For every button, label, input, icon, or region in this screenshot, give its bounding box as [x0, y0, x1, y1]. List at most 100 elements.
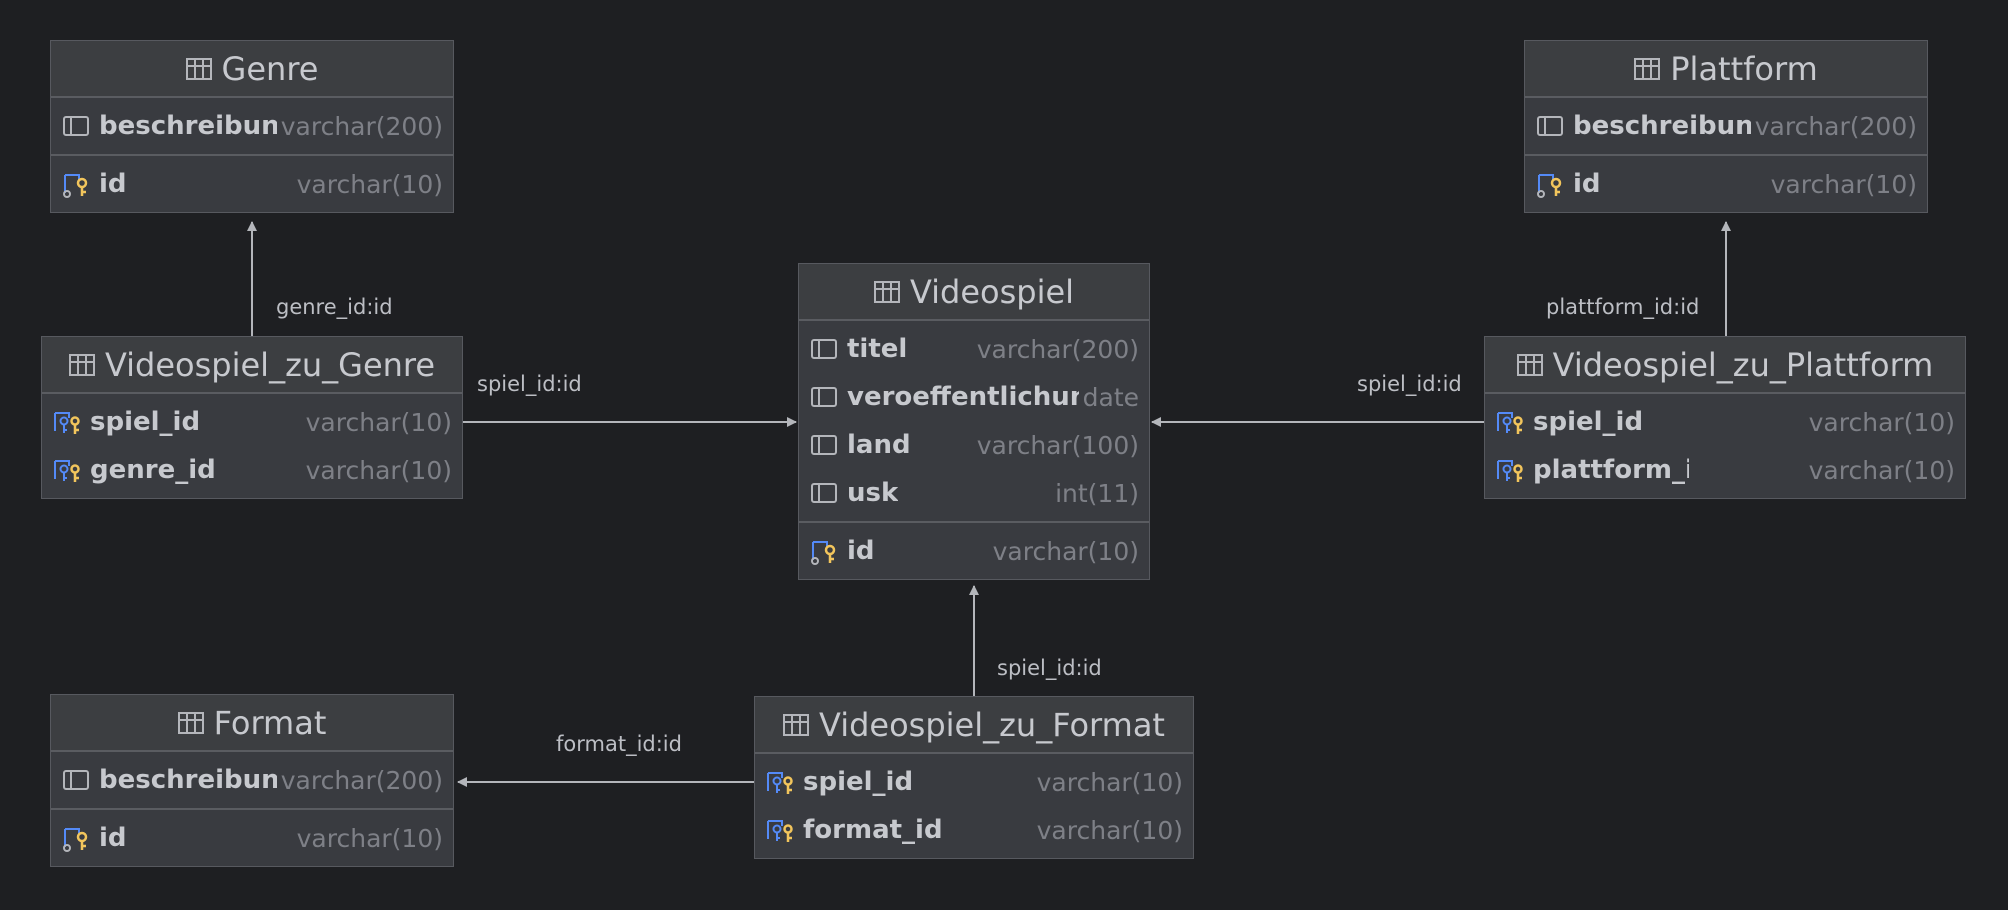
- column-type: varchar(200): [1754, 111, 1917, 141]
- key-name: id: [99, 823, 127, 853]
- column-name: titel: [847, 334, 908, 364]
- column-type: date: [1082, 382, 1139, 412]
- key-type: varchar(10): [305, 407, 452, 437]
- table-name: Videospiel_zu_Format: [819, 705, 1165, 744]
- table-genre[interactable]: Genre beschreibung varchar(200) id varch…: [50, 40, 454, 213]
- column-name: usk: [847, 478, 899, 508]
- table-icon: [873, 280, 900, 303]
- foreign-key-icon: [1497, 412, 1523, 434]
- keys-section: id varchar(10): [1525, 154, 1927, 212]
- columns-section: beschreibung varchar(200): [1525, 98, 1927, 154]
- table-icon: [177, 711, 204, 734]
- table-icon: [1634, 57, 1661, 80]
- foreign-key-icon: [767, 772, 793, 794]
- column-row[interactable]: titel varchar(200): [799, 325, 1149, 373]
- key-name: spiel_id: [803, 767, 914, 797]
- keys-section: spiel_id varchar(10) genre_id varchar(10…: [42, 394, 462, 498]
- keys-section: id varchar(10): [51, 154, 453, 212]
- column-row[interactable]: usk int(11): [799, 469, 1149, 517]
- key-row[interactable]: spiel_id varchar(10): [755, 758, 1193, 806]
- label-vzf-spiel-fk: spiel_id:id: [997, 656, 1102, 681]
- table-videospiel-zu-format[interactable]: Videospiel_zu_Format spiel_id varchar(10…: [754, 696, 1194, 859]
- table-name: Videospiel_zu_Plattform: [1552, 345, 1934, 384]
- primary-key-icon: [1537, 174, 1562, 198]
- keys-section: spiel_id varchar(10) plattform_id varcha…: [1485, 394, 1965, 498]
- key-row[interactable]: spiel_id varchar(10): [1485, 398, 1965, 446]
- table-name: Videospiel: [909, 272, 1075, 311]
- column-row[interactable]: beschreibung varchar(200): [1525, 102, 1927, 150]
- table-videospiel-zu-plattform[interactable]: Videospiel_zu_Plattform spiel_id varchar…: [1484, 336, 1966, 499]
- key-type: varchar(10): [1808, 407, 1955, 437]
- column-icon: [811, 387, 837, 407]
- key-type: varchar(10): [1808, 455, 1955, 485]
- key-type: varchar(10): [1770, 169, 1917, 199]
- table-icon: [783, 713, 810, 736]
- table-videospiel-zu-genre[interactable]: Videospiel_zu_Genre spiel_id varchar(10)…: [41, 336, 463, 499]
- key-name: spiel_id: [1533, 407, 1644, 437]
- table-header[interactable]: Plattform: [1525, 41, 1927, 98]
- table-header[interactable]: Videospiel: [799, 264, 1149, 321]
- primary-key-icon: [63, 174, 88, 198]
- table-icon: [185, 57, 212, 80]
- column-icon: [811, 339, 837, 359]
- foreign-key-icon: [54, 460, 80, 482]
- keys-section: id varchar(10): [799, 521, 1149, 579]
- key-row[interactable]: id varchar(10): [1525, 160, 1927, 208]
- key-type: varchar(10): [1036, 767, 1183, 797]
- key-type: varchar(10): [296, 823, 443, 853]
- key-row[interactable]: id varchar(10): [51, 160, 453, 208]
- key-name: genre_id: [90, 455, 216, 485]
- key-name: format_id: [803, 815, 943, 845]
- table-header[interactable]: Genre: [51, 41, 453, 98]
- column-row[interactable]: veroeffentlichung date: [799, 373, 1149, 421]
- key-type: varchar(10): [305, 455, 452, 485]
- table-header[interactable]: Videospiel_zu_Genre: [42, 337, 462, 394]
- key-row[interactable]: genre_id varchar(10): [42, 446, 462, 494]
- key-row[interactable]: plattform_id varchar(10): [1485, 446, 1965, 494]
- key-row[interactable]: id varchar(10): [799, 527, 1149, 575]
- column-row[interactable]: beschreibung varchar(200): [51, 756, 453, 804]
- key-type: varchar(10): [296, 169, 443, 199]
- key-row[interactable]: spiel_id varchar(10): [42, 398, 462, 446]
- column-type: varchar(100): [976, 430, 1139, 460]
- primary-key-icon: [63, 828, 88, 852]
- column-name: beschreibung: [99, 765, 277, 795]
- column-icon: [1537, 116, 1563, 136]
- key-row[interactable]: format_id varchar(10): [755, 806, 1193, 854]
- foreign-key-icon: [767, 820, 793, 842]
- label-format-fk: format_id:id: [556, 732, 682, 757]
- column-row[interactable]: beschreibung varchar(200): [51, 102, 453, 150]
- table-plattform[interactable]: Plattform beschreibung varchar(200) id v…: [1524, 40, 1928, 213]
- column-name: veroeffentlichung: [847, 382, 1079, 412]
- column-name: beschreibung: [99, 111, 277, 141]
- key-name: plattform_id: [1533, 455, 1689, 485]
- column-icon: [63, 116, 89, 136]
- column-row[interactable]: land varchar(100): [799, 421, 1149, 469]
- columns-section: titel varchar(200) veroeffentlichung dat…: [799, 321, 1149, 521]
- key-name: spiel_id: [90, 407, 201, 437]
- table-header[interactable]: Format: [51, 695, 453, 752]
- column-type: varchar(200): [280, 765, 443, 795]
- table-name: Videospiel_zu_Genre: [104, 345, 436, 384]
- table-name: Format: [213, 703, 327, 742]
- key-name: id: [99, 169, 127, 199]
- table-header[interactable]: Videospiel_zu_Plattform: [1485, 337, 1965, 394]
- column-type: varchar(200): [280, 111, 443, 141]
- table-videospiel[interactable]: Videospiel titel varchar(200) veroeffent…: [798, 263, 1150, 580]
- column-icon: [811, 483, 837, 503]
- column-name: beschreibung: [1573, 111, 1751, 141]
- table-icon: [68, 353, 95, 376]
- table-header[interactable]: Videospiel_zu_Format: [755, 697, 1193, 754]
- label-genre-fk: genre_id:id: [276, 295, 393, 320]
- keys-section: id varchar(10): [51, 808, 453, 866]
- foreign-key-icon: [54, 412, 80, 434]
- columns-section: beschreibung varchar(200): [51, 752, 453, 808]
- key-row[interactable]: id varchar(10): [51, 814, 453, 862]
- column-type: int(11): [1055, 478, 1139, 508]
- table-format[interactable]: Format beschreibung varchar(200) id varc…: [50, 694, 454, 867]
- label-vzg-spiel-fk: spiel_id:id: [477, 372, 582, 397]
- column-icon: [63, 770, 89, 790]
- key-type: varchar(10): [1036, 815, 1183, 845]
- columns-section: beschreibung varchar(200): [51, 98, 453, 154]
